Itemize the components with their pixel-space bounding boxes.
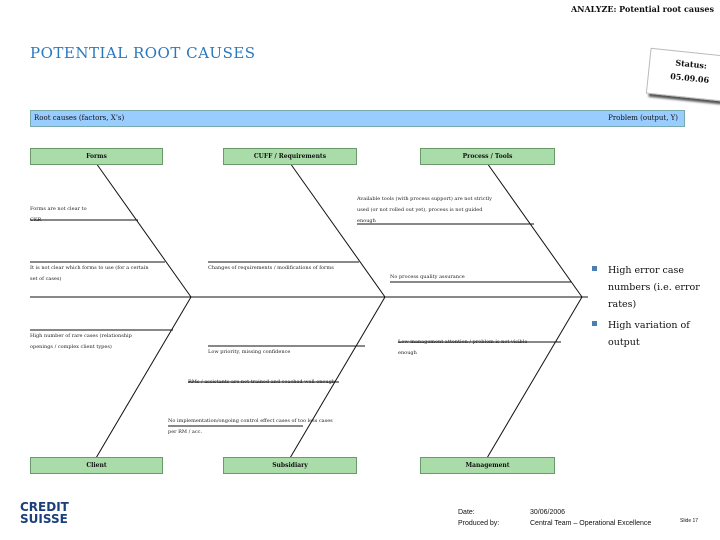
cause-low-priority: Low priority, missing confidence xyxy=(208,349,291,355)
cause-low-management-attention: Low management attention / problem is no… xyxy=(398,339,528,356)
slide-number: Slide 17 xyxy=(680,518,699,524)
footer-date-label: Date: xyxy=(458,509,475,516)
problem-list: High error case numbers (i.e. error rate… xyxy=(592,262,702,355)
bone-subsidiary xyxy=(289,296,386,459)
footer-produced-label: Produced by: xyxy=(458,520,500,527)
category-subsidiary: Subsidiary xyxy=(223,457,357,474)
cause-forms-which: It is not clear which forms to use (for … xyxy=(30,265,149,282)
category-process-tools: Process / Tools xyxy=(420,148,555,165)
category-cuff-requirements: CUFF / Requirements xyxy=(223,148,357,165)
header-tag: ANALYZE: Potential root causes xyxy=(570,4,714,14)
cause-tools-not-used: Available tools (with process support) a… xyxy=(357,196,492,224)
bone-management xyxy=(486,296,583,459)
cause-changes-requirements: Changes of requirements / modifications … xyxy=(208,265,334,271)
cause-no-quality-assurance: No process quality assurance xyxy=(390,274,465,280)
footer-date-value: 30/06/2006 xyxy=(530,509,566,516)
page-title: POTENTIAL ROOT CAUSES xyxy=(30,44,256,62)
category-client: Client xyxy=(30,457,163,474)
problem-item: High variation of output xyxy=(592,317,702,351)
bone-forms xyxy=(95,162,192,298)
category-forms: Forms xyxy=(30,148,163,165)
footer-produced-value: Central Team – Operational Excellence xyxy=(530,520,652,527)
credit-suisse-logo: CREDIT SUISSE xyxy=(20,500,69,526)
band-problem-label: Problem (output, Y) xyxy=(608,114,678,122)
category-management: Management xyxy=(420,457,555,474)
bullet-square-icon xyxy=(592,321,597,326)
bullet-square-icon xyxy=(592,266,597,271)
band-root-causes-label: Root causes (factors, X’s) xyxy=(34,114,125,122)
problem-item: High error case numbers (i.e. error rate… xyxy=(592,262,702,313)
bone-process xyxy=(486,162,583,298)
bone-client xyxy=(95,296,192,459)
cause-not-trained: RMs / assistants are not trained and coa… xyxy=(188,379,336,385)
header-band xyxy=(30,110,685,127)
cause-no-ongoing-control: No implementation/ongoing control effect… xyxy=(168,418,333,435)
bone-cuff xyxy=(289,162,386,298)
